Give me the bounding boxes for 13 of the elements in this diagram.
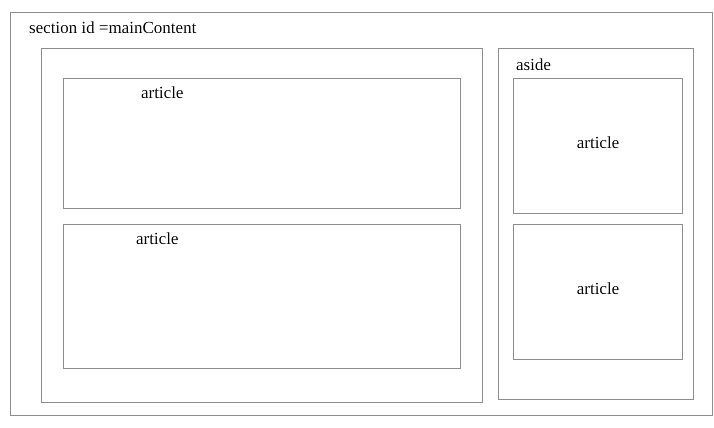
section-label: article: [576, 133, 620, 153]
section-label: aside: [516, 55, 551, 75]
section-label: article: [141, 83, 184, 103]
container-box: [513, 78, 683, 214]
container-box: [10, 12, 713, 416]
container-box: [63, 224, 461, 369]
section-label: article: [136, 229, 178, 249]
container-box: [513, 224, 683, 360]
container-box: [41, 48, 483, 403]
container-box: [63, 78, 461, 209]
section-label: article: [576, 279, 620, 299]
container-box: [498, 48, 694, 400]
section-label: section id =mainContent: [29, 18, 196, 38]
